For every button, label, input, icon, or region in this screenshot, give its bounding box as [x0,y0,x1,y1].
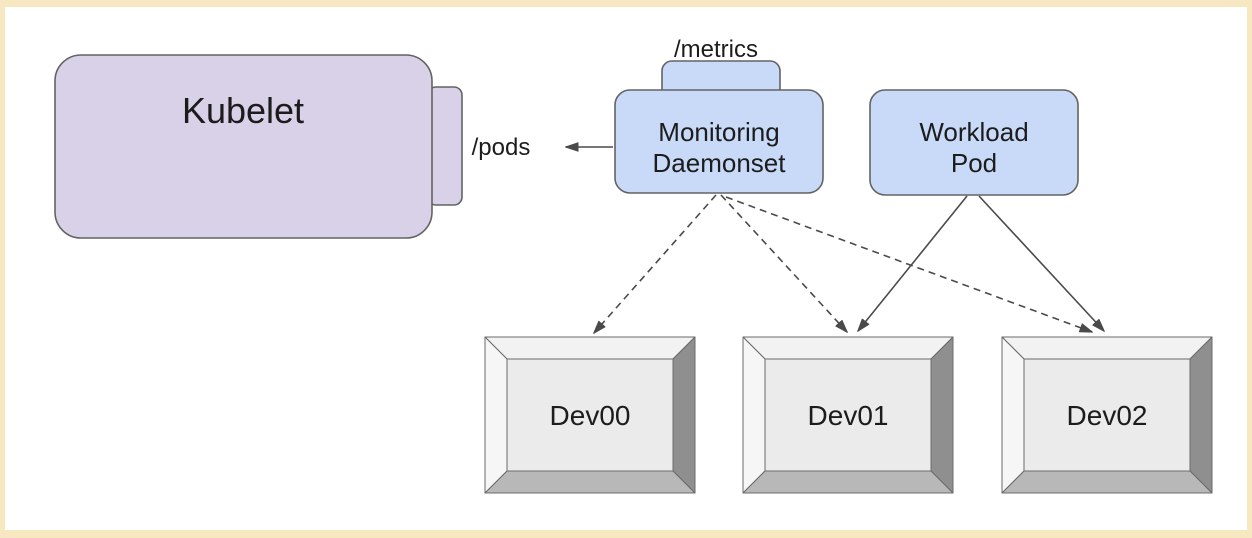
edge-workload-to-dev02 [978,195,1105,332]
workload-pod-label-line1: Workload [919,117,1028,147]
edge-monitoring-to-dev00 [593,194,717,334]
edge-monitoring-to-dev02 [725,196,1093,333]
monitoring-daemonset-label-line2: Daemonset [653,148,787,178]
pods-endpoint-label: /pods [472,134,531,161]
kubelet-node [54,54,433,239]
dev01-label: Dev01 [808,400,889,431]
kubelet-port-tab [427,86,463,206]
monitoring-daemonset-label-line1: Monitoring [658,117,779,147]
edge-workload-to-dev01 [857,195,968,332]
dev00-label: Dev00 [550,400,631,431]
workload-pod-label-line2: Pod [951,148,997,178]
monitoring-daemonset-node [614,89,824,194]
edge-monitoring-to-dev01 [720,194,848,333]
workload-pod-node [869,89,1079,196]
dev02-label: Dev02 [1067,400,1148,431]
metrics-endpoint-label: /metrics [674,36,758,63]
kubelet-label: Kubelet [182,90,304,131]
